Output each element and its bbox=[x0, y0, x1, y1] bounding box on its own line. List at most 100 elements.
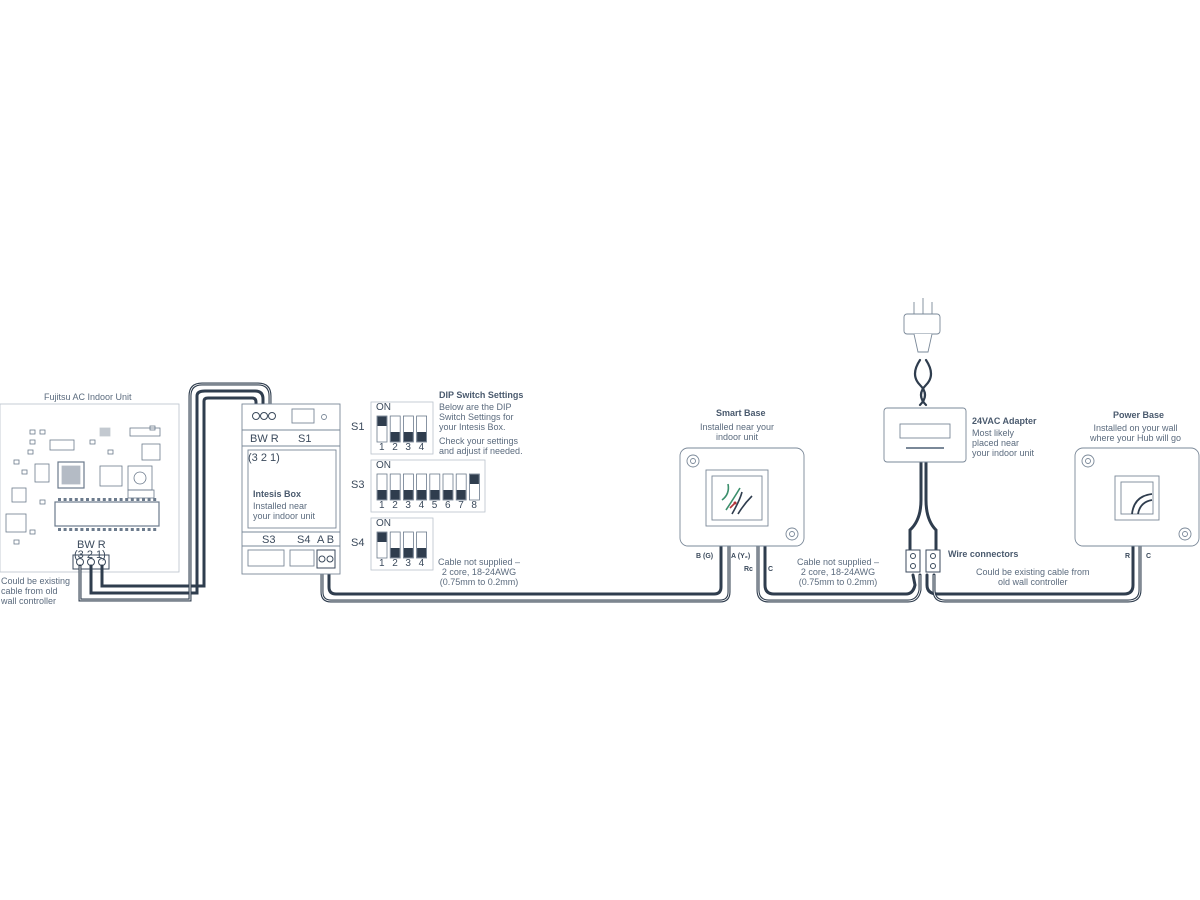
dip-switch-number: 2 bbox=[392, 442, 398, 453]
dip-switch-knob bbox=[403, 490, 413, 500]
dip-switch-s3-8 bbox=[468, 473, 480, 501]
dip-on-label: ON bbox=[376, 460, 391, 471]
dip-switch-knob bbox=[403, 432, 413, 442]
wire-connectors-label: Wire connectors bbox=[948, 549, 1019, 559]
smart-base-term-a: A (Y₂) bbox=[731, 553, 751, 560]
dip-switch-s3-2 bbox=[389, 473, 401, 501]
dip-switch-knob bbox=[417, 548, 427, 558]
dip-switch-knob bbox=[430, 490, 440, 500]
adapter-plug bbox=[903, 298, 941, 353]
dip-switch-number: 2 bbox=[392, 500, 398, 511]
power-base-wiring bbox=[1131, 493, 1153, 515]
board-pin bbox=[108, 528, 112, 531]
adapter-body bbox=[883, 407, 967, 463]
dip-switch-s4-2 bbox=[389, 531, 401, 559]
intesis-ab-terminals bbox=[316, 549, 336, 569]
board-pin bbox=[80, 528, 84, 531]
dip-switch-knob bbox=[443, 490, 453, 500]
dip-group-s3-label: S3 bbox=[351, 479, 365, 491]
power-base-desc: Installed on your wall where your Hub wi… bbox=[1090, 423, 1182, 443]
smart-base-desc: Installed near your indoor unit bbox=[700, 422, 775, 442]
dip-switch-s1-3 bbox=[402, 415, 414, 443]
dip-switch-number: 3 bbox=[405, 500, 411, 511]
board-pin bbox=[63, 498, 67, 501]
cables bbox=[78, 358, 1142, 603]
wire-connector-blocks bbox=[905, 549, 941, 573]
board-pin bbox=[142, 498, 145, 501]
board-pin bbox=[58, 498, 61, 501]
dip-group-s1-label: S1 bbox=[351, 421, 365, 433]
dip-switch-knob bbox=[390, 548, 400, 558]
indoor-unit-board bbox=[0, 403, 180, 573]
dip-switch-number: 4 bbox=[418, 558, 425, 569]
adapter-title: 24VAC Adapter bbox=[972, 416, 1037, 426]
intesis-s4-label: S4 bbox=[297, 534, 311, 546]
dip-switch-number: 4 bbox=[418, 442, 425, 453]
board-pin bbox=[147, 498, 151, 501]
dip-switch-number: 5 bbox=[431, 500, 438, 511]
board-pin bbox=[125, 528, 129, 531]
indoor-unit-terminal-labels: BW R bbox=[77, 539, 106, 551]
power-base-term-r: R bbox=[1125, 553, 1131, 560]
dip-switch-s3-5 bbox=[429, 473, 441, 501]
smart-base-term-b: B (G) bbox=[696, 553, 714, 560]
smart-base-wiring bbox=[721, 483, 753, 515]
board-pin bbox=[69, 528, 73, 531]
intesis-title: Intesis Box bbox=[253, 489, 302, 499]
cable-note-2: Cable not supplied – 2 core, 18-24AWG (0… bbox=[797, 557, 880, 587]
dip-switch-knob bbox=[390, 490, 400, 500]
board-pin bbox=[97, 528, 101, 531]
board-pin bbox=[136, 498, 140, 501]
dip-switch-knob bbox=[377, 416, 387, 426]
cable-note-3: Could be existing cable from old wall co… bbox=[976, 567, 1090, 587]
board-pin bbox=[91, 498, 95, 501]
dip-switch-number: 1 bbox=[379, 558, 385, 569]
board-pin bbox=[74, 498, 78, 501]
dip-switch-number: 2 bbox=[392, 558, 398, 569]
intesis-top-terminals bbox=[252, 412, 276, 420]
dip-switch-number: 3 bbox=[405, 558, 411, 569]
dip-on-label: ON bbox=[376, 402, 391, 413]
dip-switch-groups bbox=[370, 401, 486, 571]
dip-switch-knob bbox=[456, 490, 466, 500]
dip-desc-2: Check your settings and adjust if needed… bbox=[439, 436, 523, 456]
smart-base-term-c: C bbox=[768, 566, 774, 573]
intesis-box bbox=[241, 403, 341, 575]
dip-switch-s4-1 bbox=[376, 531, 388, 559]
dip-switch-s4-3 bbox=[402, 531, 414, 559]
board-pin bbox=[108, 498, 112, 501]
board-pin bbox=[153, 528, 157, 531]
indoor-unit-terminal-numbers: (3 2 1) bbox=[74, 549, 106, 561]
dip-switch-s1-1 bbox=[376, 415, 388, 443]
board-pin bbox=[58, 528, 61, 531]
board-pin bbox=[119, 498, 123, 501]
dip-switch-number: 3 bbox=[405, 442, 411, 453]
dip-switch-s3-7 bbox=[455, 473, 467, 501]
board-pin bbox=[91, 528, 95, 531]
smart-base-term-rc: Rc bbox=[744, 566, 753, 573]
board-pin bbox=[153, 498, 157, 501]
board-pin bbox=[125, 498, 129, 501]
intesis-s3-label: S3 bbox=[262, 534, 276, 546]
dip-switch-s3-3 bbox=[402, 473, 414, 501]
intesis-top-labels: BW R bbox=[250, 433, 279, 445]
board-pin bbox=[130, 528, 134, 531]
dip-switch-knob bbox=[390, 432, 400, 442]
board-pin bbox=[102, 498, 106, 501]
board-pin bbox=[97, 498, 101, 501]
dip-switch-knob bbox=[417, 432, 427, 442]
smart-base-title: Smart Base bbox=[716, 408, 766, 418]
board-pin bbox=[119, 528, 123, 531]
board-pin-row bbox=[58, 498, 157, 531]
power-base-title: Power Base bbox=[1113, 410, 1165, 420]
dip-switch-number: 4 bbox=[418, 500, 425, 511]
dip-switch-s4-4 bbox=[416, 531, 428, 559]
board-pin bbox=[147, 528, 151, 531]
power-base bbox=[1074, 447, 1200, 547]
dip-title: DIP Switch Settings bbox=[439, 390, 524, 400]
dip-switch-s1-2 bbox=[389, 415, 401, 443]
intesis-desc: Installed near your indoor unit bbox=[253, 501, 316, 521]
dip-switch-number: 8 bbox=[471, 500, 477, 511]
dip-switch-knob bbox=[377, 490, 387, 500]
dip-switch-number: 6 bbox=[445, 500, 451, 511]
